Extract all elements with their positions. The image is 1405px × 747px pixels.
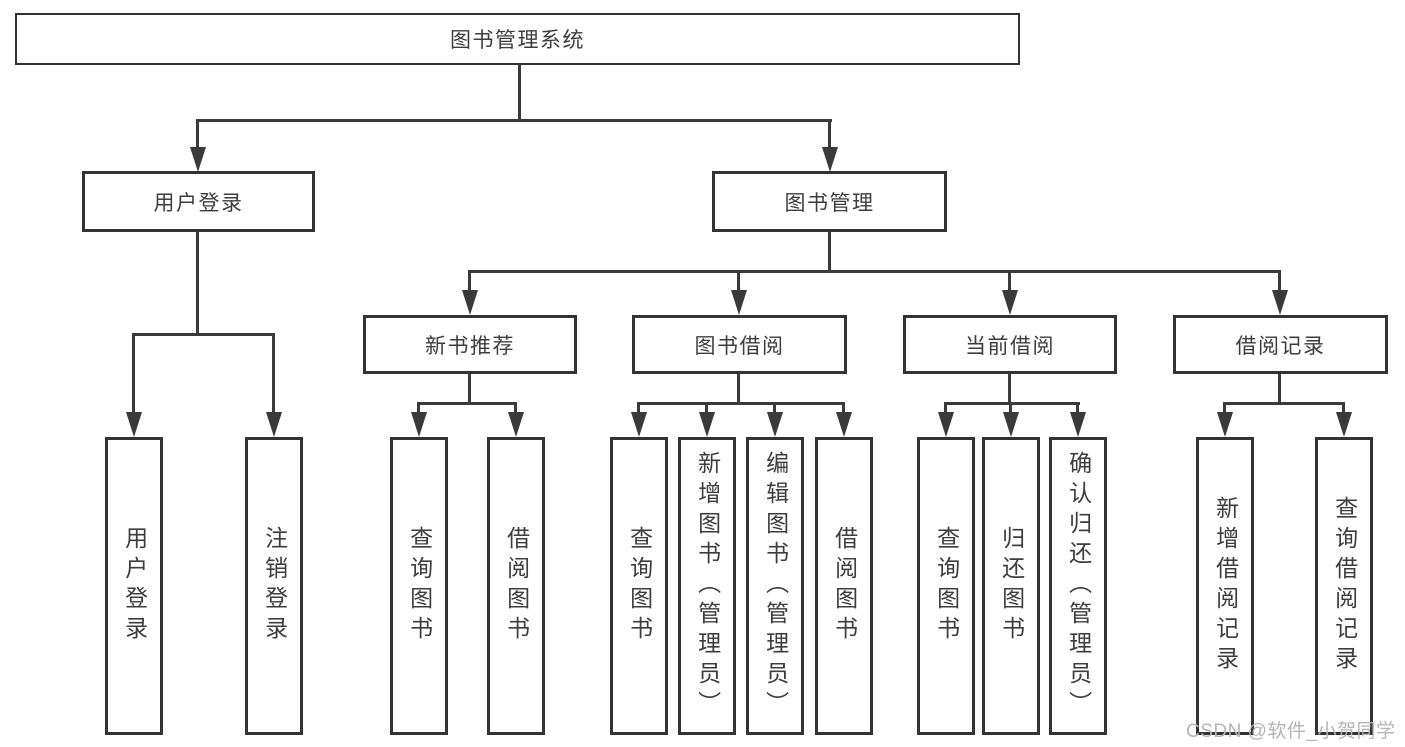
node-user-login: 用户登录 — [82, 171, 315, 232]
leaf-label: 查询借阅记录 — [1331, 496, 1358, 676]
connector-arrowhead — [767, 412, 783, 437]
connector-line — [468, 374, 471, 405]
connector-line — [773, 402, 776, 413]
connector-line — [1223, 402, 1226, 413]
connector-line — [842, 402, 845, 413]
leaf-label: 查询图书 — [406, 526, 433, 646]
connector-line — [828, 119, 831, 149]
leaf-label: 新增图书（管理员） — [694, 451, 721, 721]
connector-line — [705, 402, 708, 413]
connector-line — [468, 270, 1281, 273]
connector-line — [828, 232, 831, 273]
connector-line — [196, 232, 199, 336]
leaf-query-books-current: 查询图书 — [917, 437, 975, 735]
connector-line — [514, 402, 517, 413]
connector-arrowhead — [508, 412, 524, 437]
node-label: 图书管理系统 — [450, 29, 585, 52]
connector-line — [417, 402, 517, 405]
connector-line — [637, 402, 640, 413]
connector-arrowhead — [822, 147, 838, 172]
node-book-management: 图书管理 — [712, 171, 947, 232]
leaf-add-books-admin: 新增图书（管理员） — [678, 437, 736, 735]
connector-line — [417, 402, 420, 413]
connector-line — [1223, 402, 1345, 405]
leaf-borrow-books-borrowing: 借阅图书 — [815, 437, 873, 735]
node-borrowing-records: 借阅记录 — [1173, 315, 1388, 374]
leaf-label: 查询图书 — [933, 526, 960, 646]
connector-line — [1278, 270, 1281, 292]
connector-line — [1278, 374, 1281, 405]
connector-line — [518, 65, 521, 121]
node-book-borrowing: 图书借阅 — [632, 315, 847, 374]
connector-arrowhead — [1336, 412, 1352, 437]
connector-line — [737, 374, 740, 405]
connector-arrowhead — [938, 412, 954, 437]
node-label: 新书推荐 — [425, 334, 515, 358]
leaf-logout-login: 注销登录 — [245, 437, 303, 735]
connector-arrowhead — [411, 412, 427, 437]
connector-line — [944, 402, 947, 413]
node-label: 借阅记录 — [1235, 334, 1326, 358]
leaf-query-borrow-record: 查询借阅记录 — [1315, 437, 1373, 735]
connector-line — [1008, 374, 1011, 405]
leaf-return-books: 归还图书 — [982, 437, 1040, 735]
leaf-label: 借阅图书 — [831, 526, 858, 646]
connector-line — [132, 333, 275, 336]
connector-arrowhead — [1002, 290, 1018, 315]
connector-arrowhead — [631, 412, 647, 437]
leaf-query-books-recommend: 查询图书 — [390, 437, 448, 735]
leaf-query-books-borrowing: 查询图书 — [610, 437, 668, 735]
leaf-label: 注销登录 — [261, 526, 288, 646]
leaf-edit-books-admin: 编辑图书（管理员） — [746, 437, 804, 735]
connector-line — [132, 333, 135, 413]
connector-arrowhead — [1217, 412, 1233, 437]
connector-line — [737, 270, 740, 292]
leaf-label: 确认归还（管理员） — [1065, 451, 1092, 721]
node-library-management-system: 图书管理系统 — [15, 13, 1020, 65]
node-label: 图书管理 — [784, 191, 875, 215]
connector-arrowhead — [731, 290, 747, 315]
leaf-label: 编辑图书（管理员） — [762, 451, 789, 721]
connector-line — [272, 333, 275, 413]
node-label: 当前借阅 — [965, 334, 1055, 358]
leaf-add-borrow-record: 新增借阅记录 — [1196, 437, 1254, 735]
connector-arrowhead — [1272, 290, 1288, 315]
connector-line — [197, 119, 832, 122]
connector-line — [1342, 402, 1345, 413]
connector-arrowhead — [126, 412, 142, 437]
connector-line — [944, 402, 1080, 405]
node-label: 图书借阅 — [694, 334, 785, 358]
leaf-confirm-return-admin: 确认归还（管理员） — [1049, 437, 1107, 735]
connector-arrowhead — [266, 412, 282, 437]
connector-line — [1009, 402, 1012, 413]
leaf-borrow-books-recommend: 借阅图书 — [487, 437, 545, 735]
connector-arrowhead — [699, 412, 715, 437]
connector-arrowhead — [1070, 412, 1086, 437]
connector-arrowhead — [190, 147, 206, 172]
connector-arrowhead — [1003, 412, 1019, 437]
connector-line — [468, 270, 471, 292]
connector-arrowhead — [462, 290, 478, 315]
node-new-book-recommendation: 新书推荐 — [363, 315, 577, 374]
connector-line — [196, 119, 199, 149]
node-label: 用户登录 — [153, 191, 244, 215]
leaf-label: 归还图书 — [998, 526, 1025, 646]
leaf-label: 新增借阅记录 — [1212, 496, 1239, 676]
connector-line — [1008, 270, 1011, 292]
leaf-label: 借阅图书 — [503, 526, 530, 646]
watermark-csdn: CSDN @软件_小贺同学 — [1186, 721, 1396, 742]
connector-line — [1076, 402, 1079, 413]
node-current-borrowing: 当前借阅 — [903, 315, 1117, 374]
connector-line — [637, 402, 845, 405]
leaf-label: 查询图书 — [626, 526, 653, 646]
leaf-label: 用户登录 — [121, 526, 148, 646]
connector-arrowhead — [836, 412, 852, 437]
leaf-user-login: 用户登录 — [105, 437, 163, 735]
